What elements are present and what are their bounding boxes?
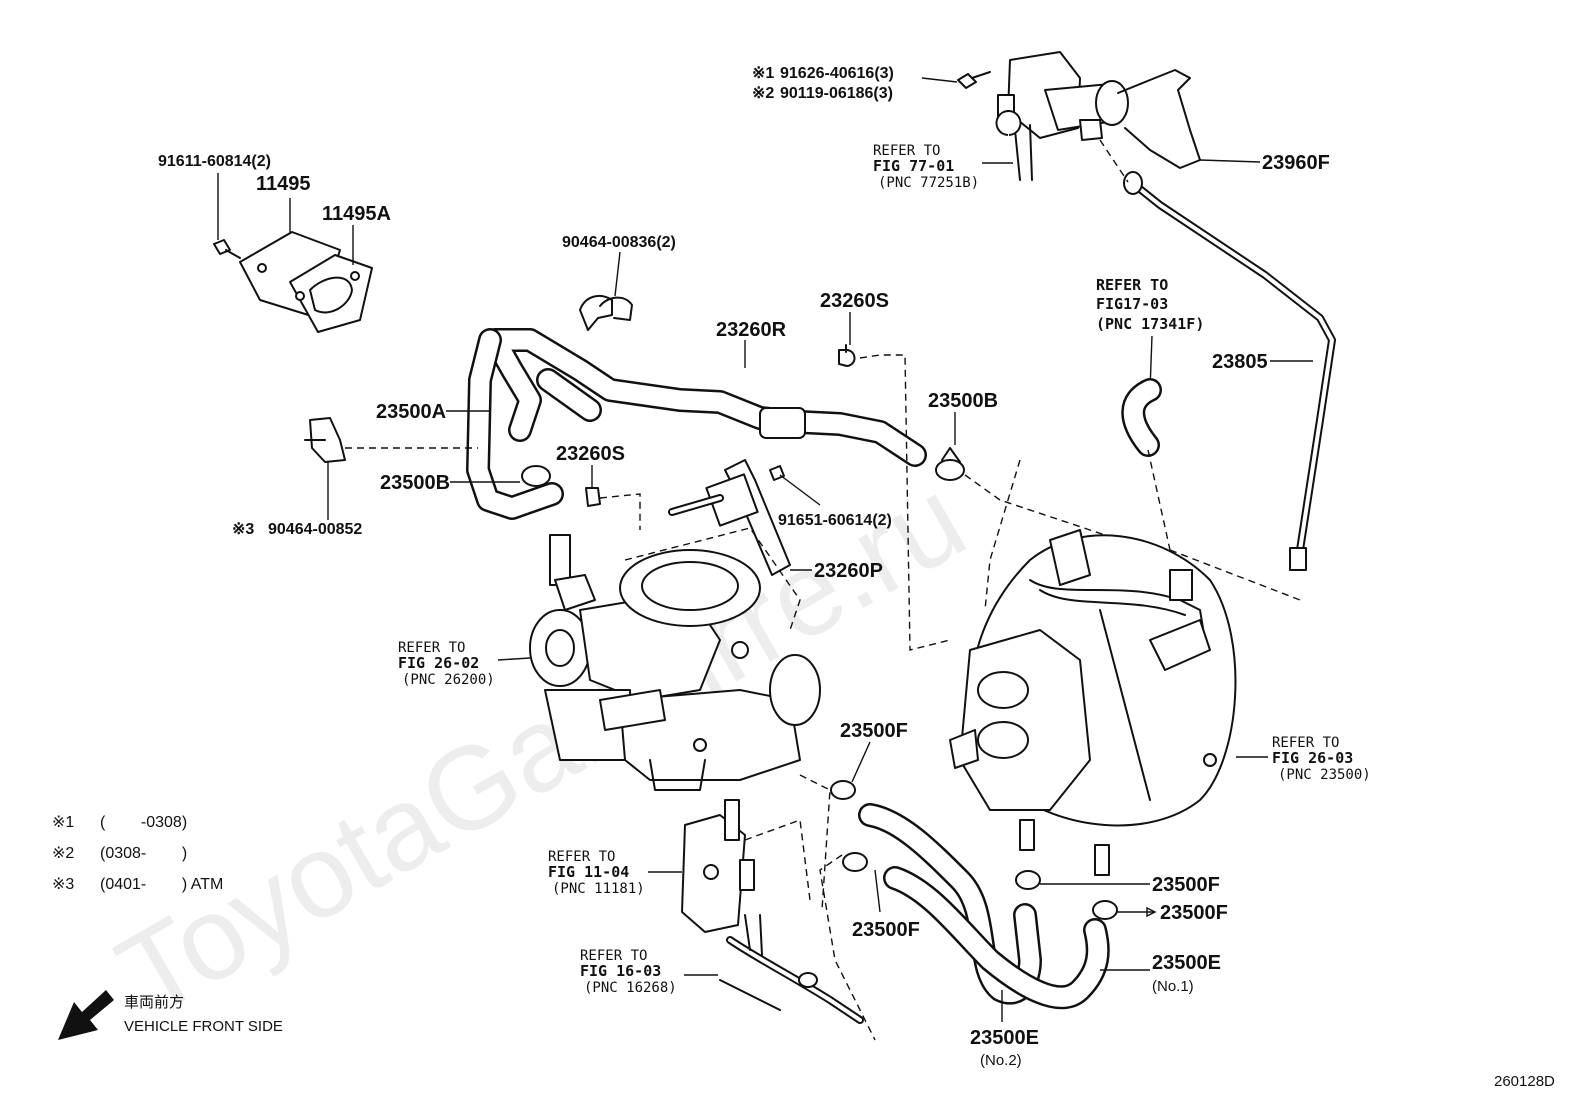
cover-11495-drawing	[239, 231, 373, 333]
part-label-11495A: 11495A	[322, 203, 391, 225]
diagram-id: 260128D	[1494, 1073, 1555, 1090]
refer-fig-11-04: REFER TO FIG 11-04 (PNC 11181)	[548, 849, 645, 897]
note-mark-3-label: ※3	[232, 521, 254, 538]
refer-26-02-line3: (PNC 26200)	[402, 672, 495, 688]
clip-90464-00852-drawing	[304, 417, 346, 463]
clamp-23260S-left-drawing	[585, 487, 601, 507]
hose-16268-drawing	[719, 914, 864, 1024]
part-label-23260S-left: 23260S	[556, 443, 625, 465]
part-label-90119-06186: 90119-06186(3)	[780, 85, 893, 102]
part-label-23500F-center-lower: 23500F	[852, 919, 920, 941]
refer-77-01-line2: FIG 77-01	[873, 157, 954, 175]
refer-26-03-line2: FIG 26-03	[1272, 749, 1353, 767]
note-1-mark: ※1	[52, 814, 74, 831]
refer-fig-17-03: REFER TO FIG17-03 (PNC 17341F)	[1096, 276, 1204, 333]
part-label-90464-00852: 90464-00852	[268, 521, 362, 538]
part-label-23960F: 23960F	[1262, 152, 1330, 174]
refer-77-01-line3: (PNC 77251B)	[878, 175, 979, 191]
part-label-23260P: 23260P	[814, 560, 883, 582]
part-label-23500E-no2-sub: (No.2)	[980, 1052, 1022, 1069]
note-mark-1-label: ※1	[752, 65, 774, 82]
part-label-23500B-right: 23500B	[928, 390, 998, 412]
part-label-23805: 23805	[1212, 351, 1268, 373]
part-label-23500F-center-top: 23500F	[840, 720, 908, 742]
refer-17-03-line3: (PNC 17341F)	[1096, 315, 1204, 333]
refer-26-03-line3: (PNC 23500)	[1278, 767, 1371, 783]
clamp-23500B-left-drawing	[521, 465, 551, 487]
clamp-23260S-top-drawing	[838, 344, 856, 367]
injection-pump-drawing	[949, 529, 1237, 876]
refer-16-03-line3: (PNC 16268)	[584, 980, 677, 996]
vehicle-front-en-label: VEHICLE FRONT SIDE	[124, 1018, 283, 1035]
vehicle-front-arrow-icon	[58, 990, 114, 1040]
refer-26-03-line1: REFER TO	[1272, 735, 1339, 751]
watermark: ToyotaGarMirre.ru	[97, 453, 986, 1043]
note-1-text: ( -0308)	[100, 814, 187, 831]
bolt-91626-drawing	[957, 71, 991, 89]
hose-23500E-no1-drawing	[883, 866, 1110, 1010]
part-label-11495: 11495	[256, 173, 311, 195]
refer-11-04-line2: FIG 11-04	[548, 863, 629, 881]
vehicle-front-jp-label: 車両前方	[124, 994, 184, 1011]
refer-fig-77-01: REFER TO FIG 77-01 (PNC 77251B)	[873, 143, 979, 191]
part-label-23500F-right-lower: 23500F	[1160, 902, 1228, 924]
part-label-23500B-left: 23500B	[380, 472, 450, 494]
hose-23260R-drawing	[483, 328, 927, 467]
refer-fig-26-02: REFER TO FIG 26-02 (PNC 26200)	[398, 640, 495, 688]
refer-77-01-line1: REFER TO	[873, 143, 940, 159]
clamp-23500F-center-top-drawing	[830, 780, 856, 800]
part-label-23260R: 23260R	[716, 319, 787, 341]
note-3-text: (0401- ) ATM	[100, 876, 223, 893]
hose-17341F-drawing	[1121, 378, 1162, 457]
part-label-23500E-no2: 23500E	[970, 1027, 1039, 1049]
part-label-91651-60614: 91651-60614(2)	[778, 512, 892, 529]
solenoid-valve-drawing	[995, 51, 1201, 181]
refer-17-03-line2: FIG17-03	[1096, 295, 1168, 313]
refer-17-03-line1: REFER TO	[1096, 276, 1168, 294]
refer-26-02-line1: REFER TO	[398, 640, 465, 656]
hose-23500A-drawing	[466, 328, 564, 520]
clamp-23500F-center-lower-drawing	[842, 852, 868, 872]
clamp-23500B-right-drawing	[935, 447, 965, 481]
part-label-23500E-no1-sub: (No.1)	[1152, 978, 1194, 995]
part-label-91626-40616: 91626-40616(3)	[780, 65, 894, 82]
vacuum-pipe-23805-drawing	[1123, 171, 1336, 571]
note-mark-2-label: ※2	[752, 85, 774, 102]
sensor-23260P-drawing	[668, 459, 791, 576]
part-label-23260S-top: 23260S	[820, 290, 889, 312]
refer-16-03-line2: FIG 16-03	[580, 962, 661, 980]
clip-90464-00836-drawing	[579, 294, 633, 331]
clamp-23500F-right-drawing	[1015, 870, 1118, 920]
refer-26-02-line2: FIG 26-02	[398, 654, 479, 672]
refer-fig-16-03: REFER TO FIG 16-03 (PNC 16268)	[580, 948, 677, 996]
note-2-mark: ※2	[52, 845, 74, 862]
throttle-body-drawing	[529, 534, 821, 791]
vacuum-pump-11181-drawing	[681, 799, 755, 933]
applicability-notes: ※1 ( -0308) ※2 (0308- ) ※3 (0401- ) ATM	[52, 814, 223, 893]
refer-16-03-line1: REFER TO	[580, 948, 647, 964]
part-label-23500F-right-upper: 23500F	[1152, 874, 1220, 896]
bolt-91611-drawing	[213, 239, 241, 259]
refer-11-04-line3: (PNC 11181)	[552, 881, 645, 897]
part-label-91611-60814: 91611-60814(2)	[158, 153, 271, 170]
part-label-90464-00836: 90464-00836(2)	[562, 234, 676, 251]
note-2-text: (0308- )	[100, 845, 187, 862]
refer-11-04-line1: REFER TO	[548, 849, 615, 865]
note-3-mark: ※3	[52, 876, 74, 893]
refer-fig-26-03: REFER TO FIG 26-03 (PNC 23500)	[1272, 735, 1371, 783]
part-label-23500A: 23500A	[376, 401, 446, 423]
part-label-23500E-no1: 23500E	[1152, 952, 1221, 974]
